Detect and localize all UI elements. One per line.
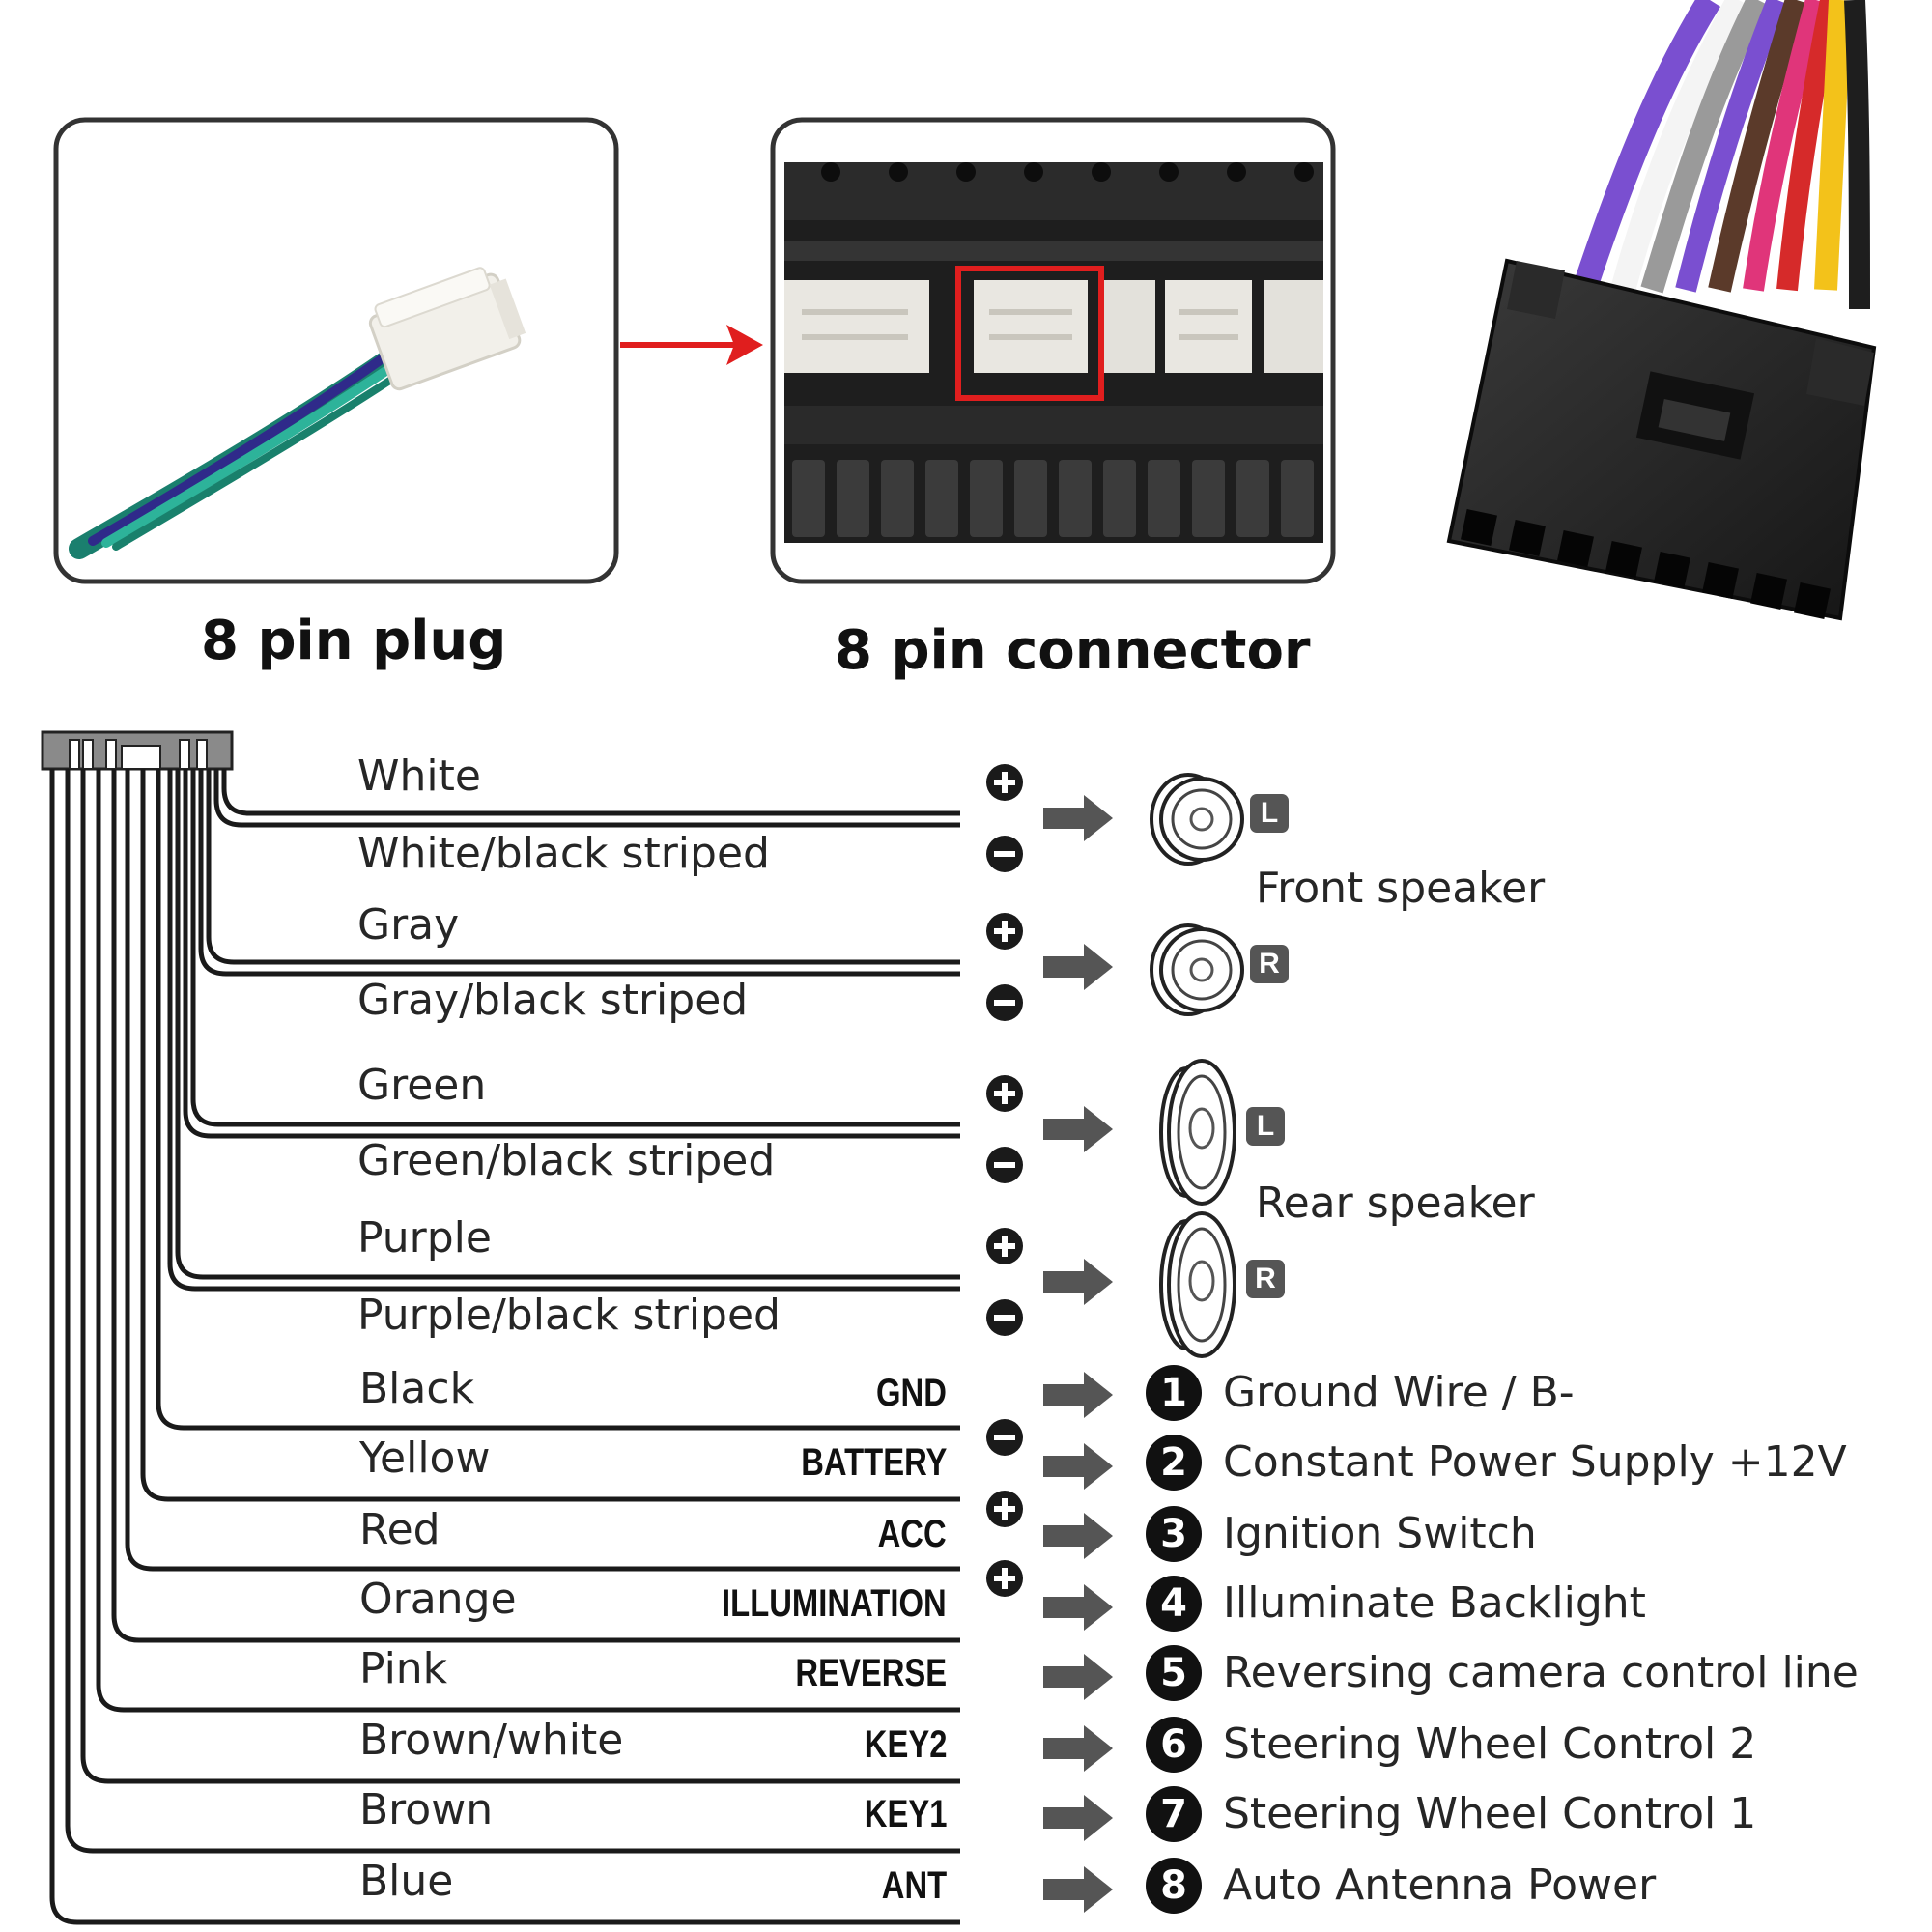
wire-label: Yellow [359,1434,491,1483]
harness-plug-icon [41,730,234,771]
harness-connector-photo [1446,0,1877,621]
arrow-icon [1043,1725,1113,1772]
wire-label: White [357,752,481,801]
wire-code: KEY1 [864,1793,947,1835]
wire-label: Pink [359,1644,448,1693]
wire-code: BATTERY [800,1441,947,1484]
plug-caption: 8 pin plug [201,610,507,672]
number-badge: 4 [1146,1576,1202,1632]
minus-icon [986,984,1023,1021]
wire-code: KEY2 [864,1723,947,1766]
arrow-icon [1043,1106,1113,1152]
wire-line [183,769,960,1139]
side-badge: L [1246,1107,1285,1146]
wire-label: Black [359,1364,475,1413]
connector-caption: 8 pin connector [835,619,1311,682]
wire-label: Gray/black striped [357,976,749,1025]
wire-label: Purple [357,1213,492,1263]
speaker-icon [1150,923,1244,1016]
number-badge: 7 [1146,1786,1202,1842]
arrow-icon [1043,1866,1113,1913]
wire-description: Reversing camera control line [1223,1648,1859,1697]
plug-photo [53,117,619,584]
wire-line [49,769,960,1925]
arrow-icon [1043,944,1113,990]
wire-label: Brown [359,1785,494,1834]
plus-icon [986,1560,1023,1597]
symbol-group [986,764,1244,1913]
arrow-icon [1043,1584,1113,1631]
number-badge: 5 [1146,1645,1202,1701]
speaker-icon [1150,773,1244,866]
wire-line [111,769,960,1643]
wire-line [156,769,960,1431]
wire-description: Steering Wheel Control 2 [1223,1719,1757,1769]
arrow-icon [1043,795,1113,841]
number-badge: 6 [1146,1717,1202,1773]
arrow-icon [1043,1443,1113,1490]
wire-label: Orange [359,1575,517,1624]
plus-icon [986,1228,1023,1264]
wire-line [190,769,960,1127]
wire-description: Illuminate Backlight [1223,1578,1646,1628]
wire-description: Steering Wheel Control 1 [1223,1789,1757,1838]
wire-code: ANT [881,1864,947,1907]
red-arrow-icon [620,325,763,365]
plus-icon [986,1075,1023,1112]
wire-line [213,769,960,828]
number-badge: 2 [1146,1435,1202,1491]
speaker-icon [1159,1211,1236,1358]
side-badge: L [1250,794,1289,833]
wire-line [125,769,960,1572]
connector-photo [770,117,1336,584]
wire-line [221,769,960,816]
wire-line [167,769,960,1292]
front-speaker-title: Front speaker [1256,864,1546,913]
number-badge: 1 [1146,1365,1202,1421]
wire-code: GND [876,1372,947,1414]
wire-description: Auto Antenna Power [1223,1861,1657,1910]
wire-code: REVERSE [795,1652,947,1694]
arrow-icon [1043,1654,1113,1700]
wire-label: Brown/white [359,1716,624,1765]
wire-label: Purple/black striped [357,1291,781,1340]
number-badge: 3 [1146,1506,1202,1562]
wire-line [198,769,960,977]
wire-line [96,769,960,1713]
wire-description: Constant Power Supply +12V [1223,1437,1847,1487]
wire-label: White/black striped [357,829,770,878]
arrow-icon [1043,1795,1113,1841]
wire-description: Ground Wire / B- [1223,1368,1575,1417]
number-badge: 8 [1146,1858,1202,1914]
minus-icon [986,1147,1023,1183]
minus-icon [986,836,1023,872]
wire-line [65,769,960,1854]
wire-label: Blue [359,1857,454,1906]
arrow-icon [1043,1259,1113,1305]
wire-label: Gray [357,900,460,950]
wire-code: ACC [877,1513,947,1555]
arrow-icon [1043,1513,1113,1559]
arrow-icon [1043,1372,1113,1418]
wire-line [80,769,960,1784]
rear-speaker-title: Rear speaker [1256,1179,1535,1228]
wire-line [175,769,960,1280]
wire-label: Red [359,1505,440,1554]
wire-label: Green/black striped [357,1136,776,1185]
wire-line [140,769,960,1502]
side-badge: R [1250,945,1289,983]
side-badge: R [1246,1260,1285,1298]
minus-icon [986,1419,1023,1456]
wire-label: Green [357,1061,487,1110]
plus-icon [986,1491,1023,1527]
plus-icon [986,764,1023,801]
wire-code: ILLUMINATION [722,1582,947,1625]
wire-line [206,769,960,965]
minus-icon [986,1299,1023,1336]
wire-group [49,769,960,1925]
plus-icon [986,913,1023,950]
speaker-icon [1159,1059,1236,1206]
wire-description: Ignition Switch [1223,1509,1537,1558]
